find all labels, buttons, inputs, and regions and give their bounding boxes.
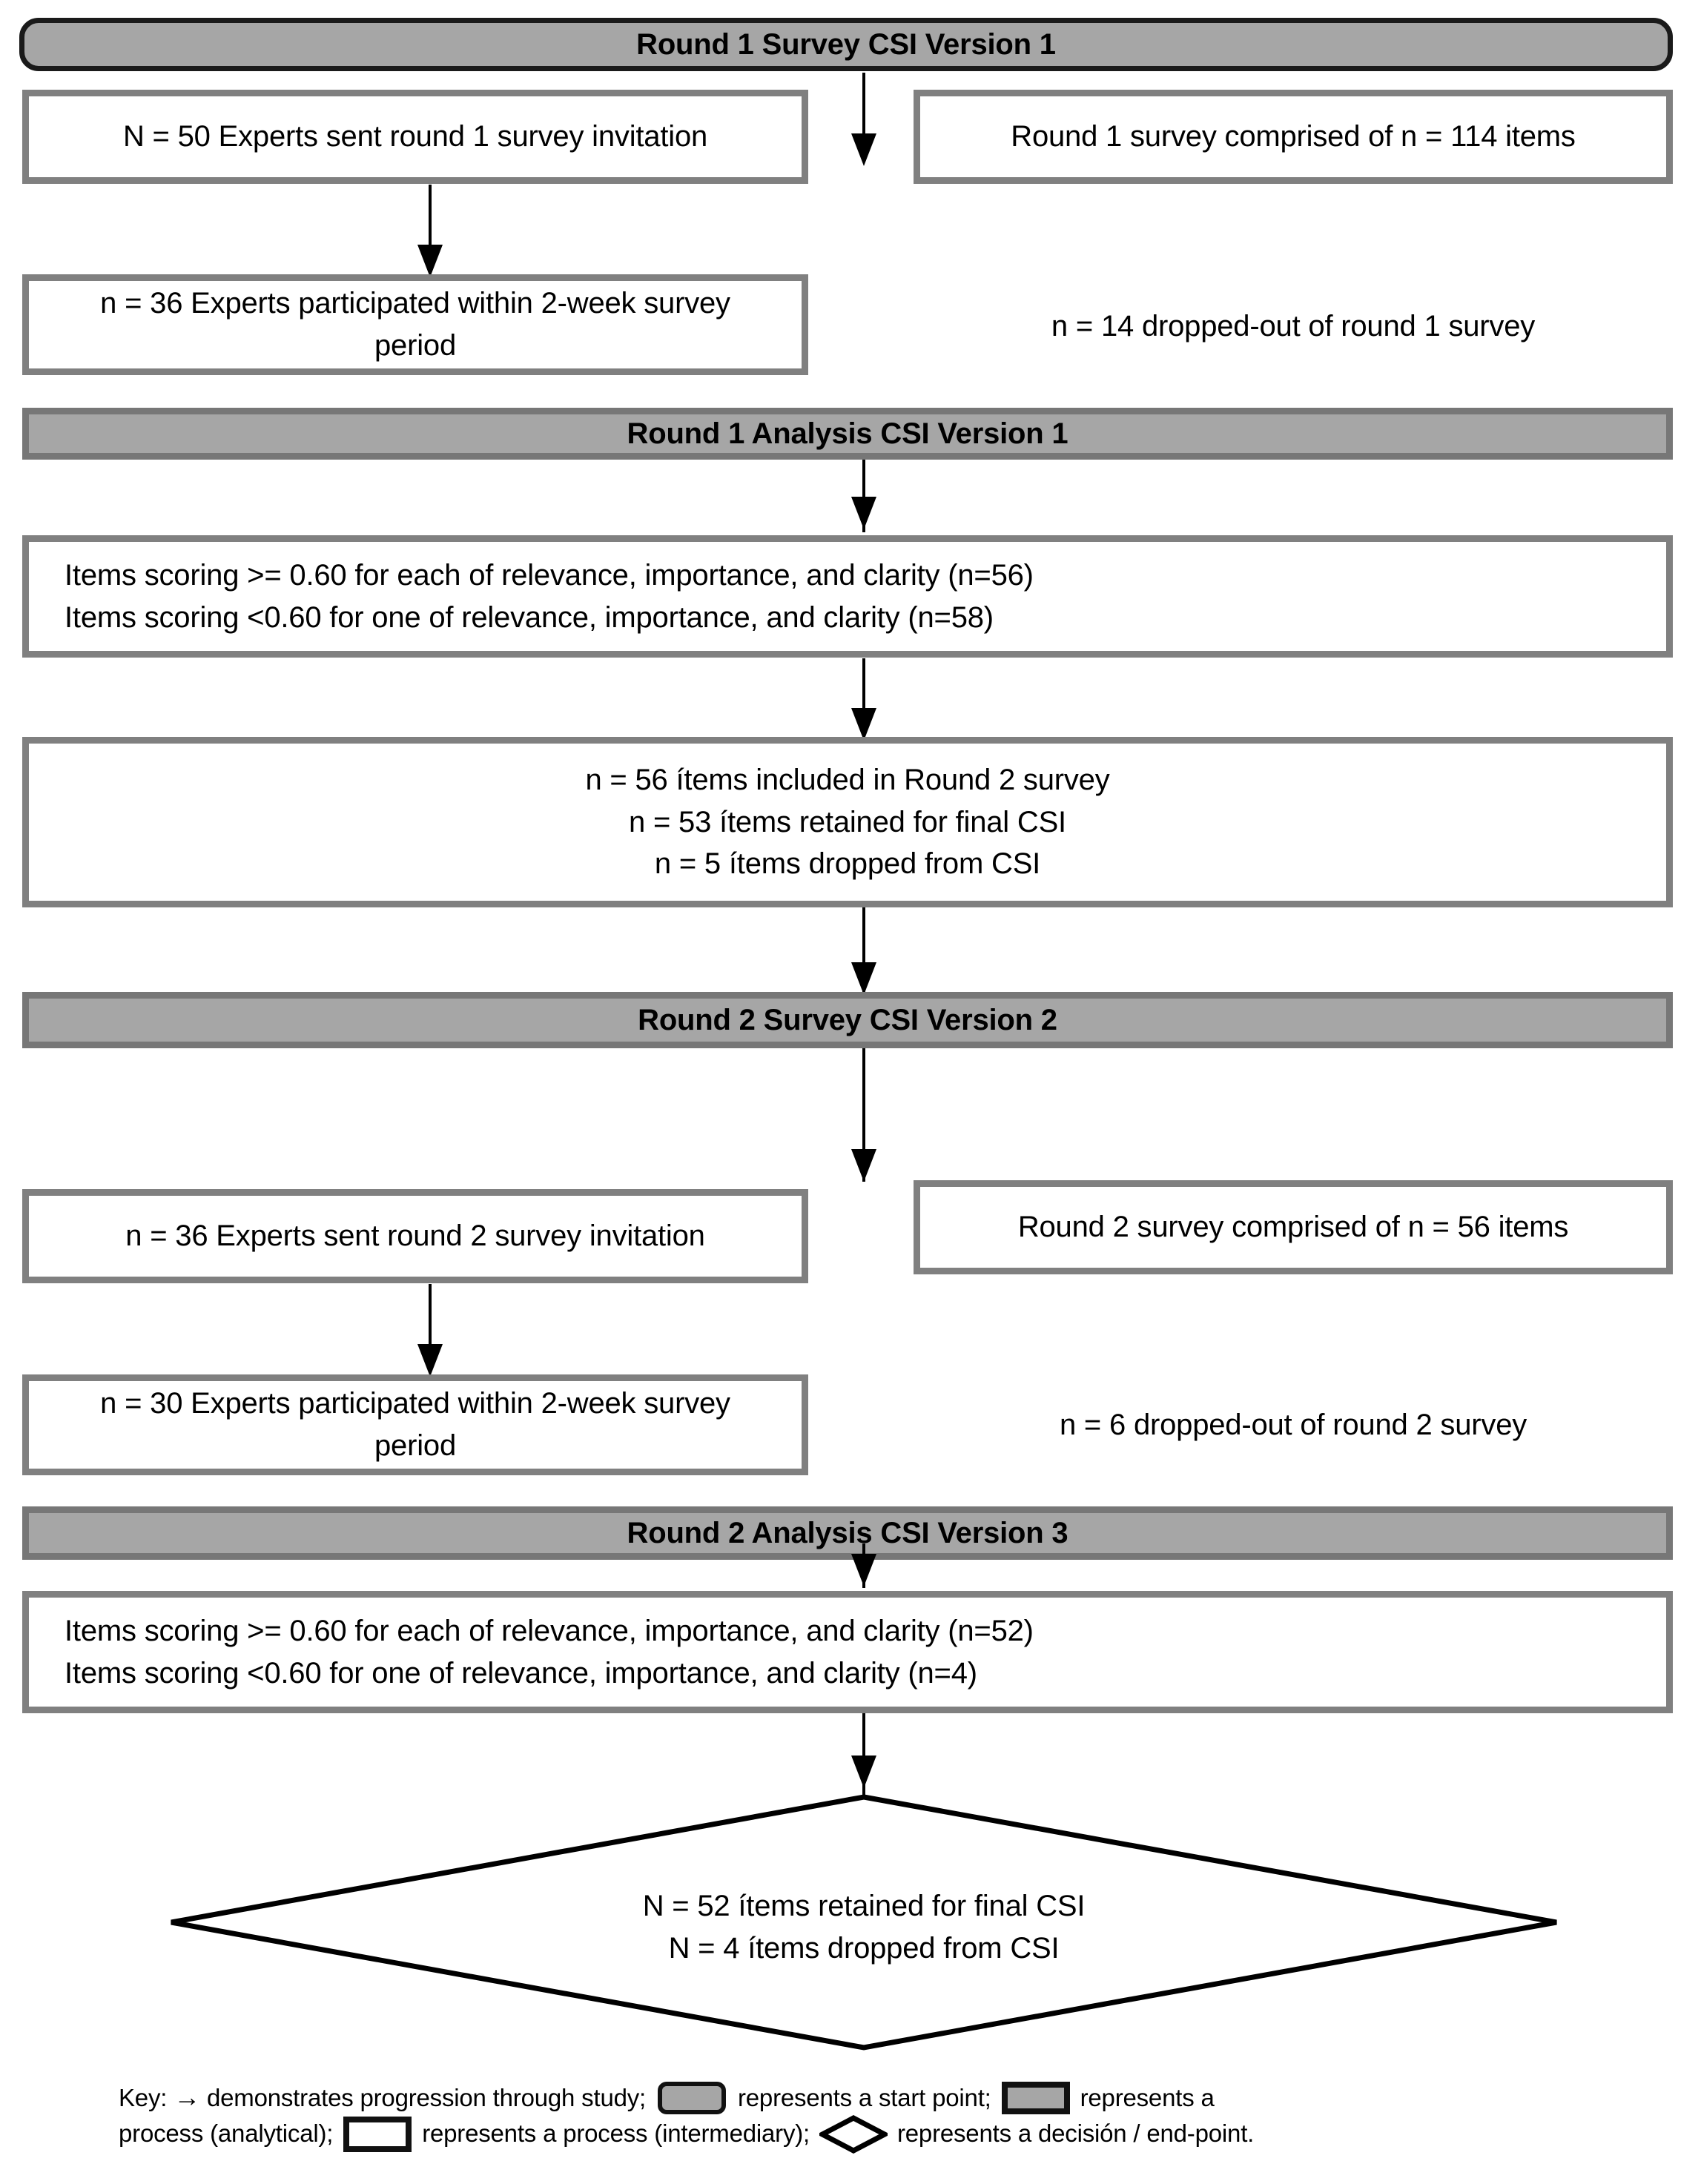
arrow-head-icon: [417, 1344, 443, 1377]
node-round2-dropout: n = 6 dropped-out of round 2 survey: [914, 1409, 1673, 1442]
connector-line: [862, 907, 865, 996]
node-round1-outcome: n = 56 ítems included in Round 2 survey …: [22, 737, 1673, 907]
arrow-head-icon: [851, 1149, 876, 1182]
key-text-start: represents a start point;: [737, 2084, 991, 2111]
arrow-head-icon: [417, 245, 443, 277]
arrow-right-icon: →: [174, 2082, 201, 2112]
node-round1-items: Round 1 survey comprised of n = 114 item…: [914, 90, 1673, 184]
node-round2-invited: n = 36 Experts sent round 2 survey invit…: [22, 1189, 808, 1283]
node-round1-scoring: Items scoring >= 0.60 for each of releva…: [22, 535, 1673, 658]
node-label: Round 2 Survey CSI Version 2: [638, 1003, 1057, 1036]
node-round1-dropout: n = 14 dropped-out of round 1 survey: [914, 310, 1673, 343]
connector-line: [862, 1713, 865, 1795]
diamond-shape-icon: [171, 1794, 1557, 2051]
node-round1-invited: N = 50 Experts sent round 1 survey invit…: [22, 90, 808, 184]
node-label-line-1: N = 52 ítems retained for final CSI: [642, 1890, 1086, 1922]
legend-swatch-analytical-icon: [1001, 2082, 1070, 2115]
key-text-analytical-b: process (analytical);: [119, 2120, 334, 2148]
connector-line: [862, 460, 865, 532]
legend-swatch-intermediary-icon: [343, 2116, 412, 2152]
node-label-line-2: n = 53 ítems retained for final CSI: [629, 805, 1066, 838]
arrow-head-icon: [851, 133, 876, 166]
node-round2-survey-header: Round 2 Survey CSI Version 2: [22, 992, 1673, 1048]
arrow-head-icon: [851, 708, 876, 741]
node-label-line-2: Items scoring <0.60 for one of relevance…: [65, 1656, 977, 1690]
node-round2-items: Round 2 survey comprised of n = 56 items: [914, 1180, 1673, 1274]
key-text-decision: represents a decisión / end-point.: [896, 2120, 1255, 2148]
node-round2-analysis-header: Round 2 Analysis CSI Version 3: [22, 1506, 1673, 1560]
connector-line: [862, 658, 865, 736]
node-round1-survey-header: Round 1 Survey CSI Version 1: [19, 18, 1673, 71]
key-line-2: process (analytical); represents a proce…: [119, 2114, 1639, 2154]
node-label-line-2: N = 4 ítems dropped from CSI: [668, 1932, 1060, 1965]
node-label-line-3: n = 5 ítems dropped from CSI: [654, 847, 1041, 881]
node-label: n = 14 dropped-out of round 1 survey: [1051, 310, 1536, 343]
node-label-line-2: Items scoring <0.60 for one of relevance…: [65, 600, 994, 634]
legend-swatch-start-point-icon: [658, 2082, 726, 2115]
key-prefix: Key:: [119, 2084, 168, 2111]
node-label: Round 1 survey comprised of n = 114 item…: [1011, 120, 1576, 153]
node-label-line-1: Items scoring >= 0.60 for each of releva…: [65, 558, 1034, 592]
node-round2-participated: n = 30 Experts participated within 2-wee…: [22, 1374, 808, 1475]
key-line-1: Key: → demonstrates progression through …: [119, 2080, 1639, 2116]
node-final-decision: N = 52 ítems retained for final CSI N = …: [167, 1793, 1561, 2052]
connector-line: [862, 1048, 865, 1182]
node-label-line-1: n = 56 ítems included in Round 2 survey: [585, 763, 1110, 796]
node-label: Round 2 survey comprised of n = 56 items: [1017, 1211, 1569, 1244]
key-text-analytical-a: represents a: [1080, 2084, 1215, 2111]
arrow-head-icon: [851, 1756, 876, 1788]
node-label-line-1: Items scoring >= 0.60 for each of releva…: [65, 1614, 1034, 1647]
key-text-arrow: demonstrates progression through study;: [206, 2084, 647, 2111]
node-label: Round 1 Survey CSI Version 1: [636, 27, 1056, 61]
node-label: n = 30 Experts participated within 2-wee…: [100, 1387, 730, 1462]
arrow-head-icon: [851, 962, 876, 995]
legend-swatch-decision-icon: [819, 2114, 888, 2154]
key-text-intermediary: represents a process (intermediary);: [422, 2120, 810, 2148]
node-label: N = 50 Experts sent round 1 survey invit…: [122, 120, 708, 153]
key-legend: Key: → demonstrates progression through …: [119, 2080, 1639, 2155]
connector-line: [429, 1284, 432, 1358]
node-label: Round 2 Analysis CSI Version 3: [627, 1516, 1069, 1549]
connector-line: [429, 185, 432, 259]
node-round1-participated: n = 36 Experts participated within 2-wee…: [22, 274, 808, 375]
node-label: n = 36 Experts sent round 2 survey invit…: [125, 1220, 705, 1253]
node-label: n = 6 dropped-out of round 2 survey: [1059, 1409, 1527, 1441]
node-round1-analysis-header: Round 1 Analysis CSI Version 1: [22, 408, 1673, 460]
node-label: n = 36 Experts participated within 2-wee…: [100, 287, 730, 362]
node-round2-scoring: Items scoring >= 0.60 for each of releva…: [22, 1591, 1673, 1713]
connector-line: [862, 73, 865, 139]
arrow-head-icon: [851, 497, 876, 529]
node-label: Round 1 Analysis CSI Version 1: [627, 417, 1069, 450]
arrow-head-icon: [851, 1554, 876, 1586]
